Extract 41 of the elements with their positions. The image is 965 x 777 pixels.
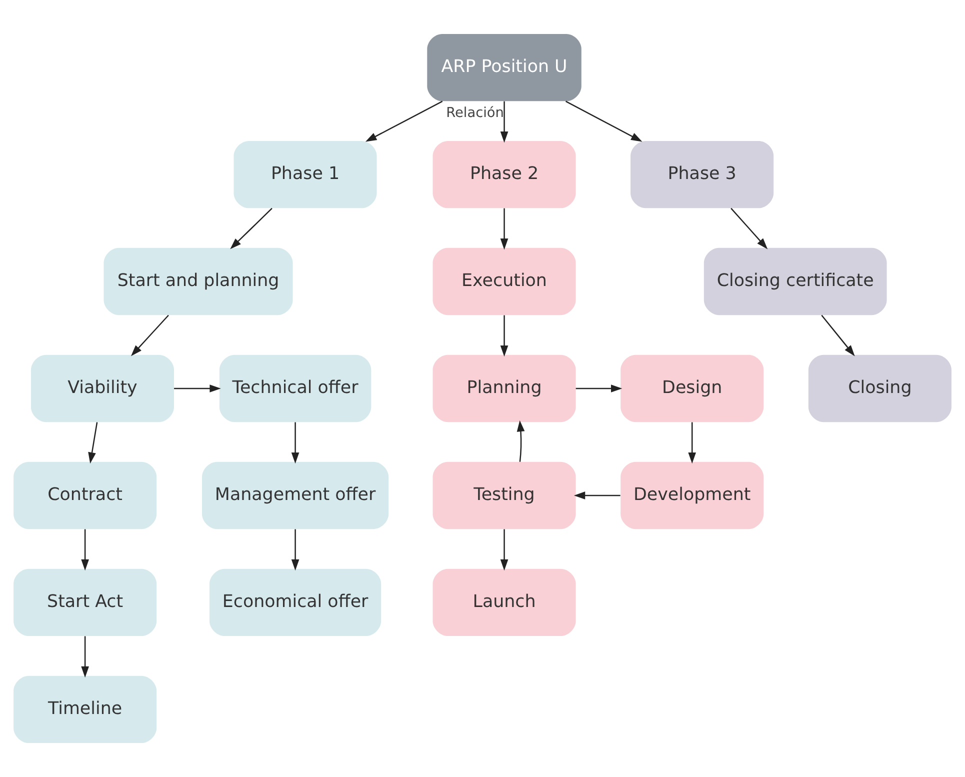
arrow xyxy=(500,315,508,357)
arrow xyxy=(574,492,620,500)
arrow xyxy=(821,314,855,356)
arrow xyxy=(576,384,622,392)
arrow xyxy=(688,422,696,464)
node-box: Design xyxy=(620,354,764,422)
node-box: Start and planning xyxy=(104,248,293,316)
node-box: Phase 3 xyxy=(630,140,774,208)
node-box: ARP Position U xyxy=(427,34,582,102)
node-box: Planning xyxy=(432,354,576,422)
arrow xyxy=(516,420,525,462)
arrow xyxy=(81,636,89,678)
arrow xyxy=(130,314,169,356)
arrow xyxy=(291,529,300,571)
arrow xyxy=(88,422,98,464)
node-box: Timeline xyxy=(14,676,157,744)
arrow xyxy=(81,529,89,571)
node-box: Economical offer xyxy=(209,568,382,636)
node-box: Closing xyxy=(808,354,952,422)
node-box: Contract xyxy=(14,462,157,530)
node-box: Management offer xyxy=(202,462,389,530)
arrow xyxy=(230,208,272,250)
node-box: Start Act xyxy=(14,568,157,636)
node-box: Development xyxy=(620,462,764,530)
arrow xyxy=(565,100,642,142)
node-box: Testing xyxy=(432,462,576,530)
arrow xyxy=(291,422,300,464)
arrow xyxy=(500,208,508,250)
arrow xyxy=(730,208,768,250)
node-box: Execution xyxy=(432,248,576,316)
arrow xyxy=(365,100,443,142)
edge-label: Relación xyxy=(446,105,504,122)
node-box: Closing certificate xyxy=(704,248,887,316)
node-box: Technical offer xyxy=(219,354,372,422)
node-box: Phase 2 xyxy=(432,140,576,208)
node-box: Phase 1 xyxy=(234,140,377,208)
arrow xyxy=(174,384,221,392)
arrow xyxy=(500,529,508,571)
arrow xyxy=(500,101,508,143)
node-box: Launch xyxy=(432,568,576,636)
node-box: Viability xyxy=(30,354,174,422)
